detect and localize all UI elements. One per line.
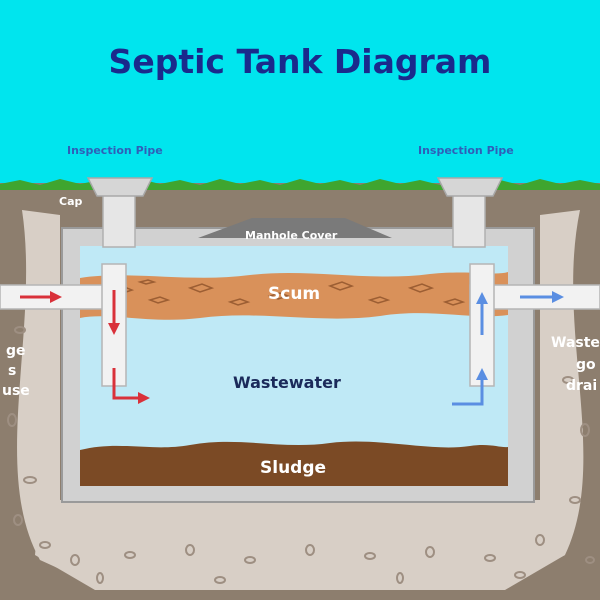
left-edge-line-3: use xyxy=(2,383,30,399)
sludge-layer xyxy=(80,441,508,486)
diagram-title: Septic Tank Diagram xyxy=(108,42,492,81)
outflow-arrows xyxy=(452,291,564,406)
label-sludge: Sludge xyxy=(260,458,327,478)
gravel-stones xyxy=(7,326,595,584)
right-edge-line-2: go xyxy=(576,357,596,373)
right-inspection-pipe xyxy=(452,194,486,248)
right-edge-line-3: drai xyxy=(566,378,598,394)
inflow-arrows xyxy=(20,290,150,404)
label-inspection-pipe-left: Inspection Pipe xyxy=(67,144,163,157)
left-edge-line-1: ge xyxy=(6,343,26,359)
label-wastewater: Wastewater xyxy=(233,373,341,392)
right-pipe-cap xyxy=(436,177,504,197)
label-scum: Scum xyxy=(268,284,321,304)
right-edge-line-1: Waste xyxy=(551,335,600,351)
manhole-cover xyxy=(198,218,392,238)
label-inspection-pipe-right: Inspection Pipe xyxy=(418,144,514,157)
left-inspection-pipe xyxy=(102,194,136,248)
left-edge-line-2: s xyxy=(8,363,17,379)
sky-background xyxy=(0,0,600,186)
left-pipe-cap xyxy=(86,177,154,197)
label-cap: Cap xyxy=(59,195,83,208)
label-manhole-cover: Manhole Cover xyxy=(245,229,338,242)
scum-layer xyxy=(80,272,508,320)
gravel-lower xyxy=(35,500,565,590)
